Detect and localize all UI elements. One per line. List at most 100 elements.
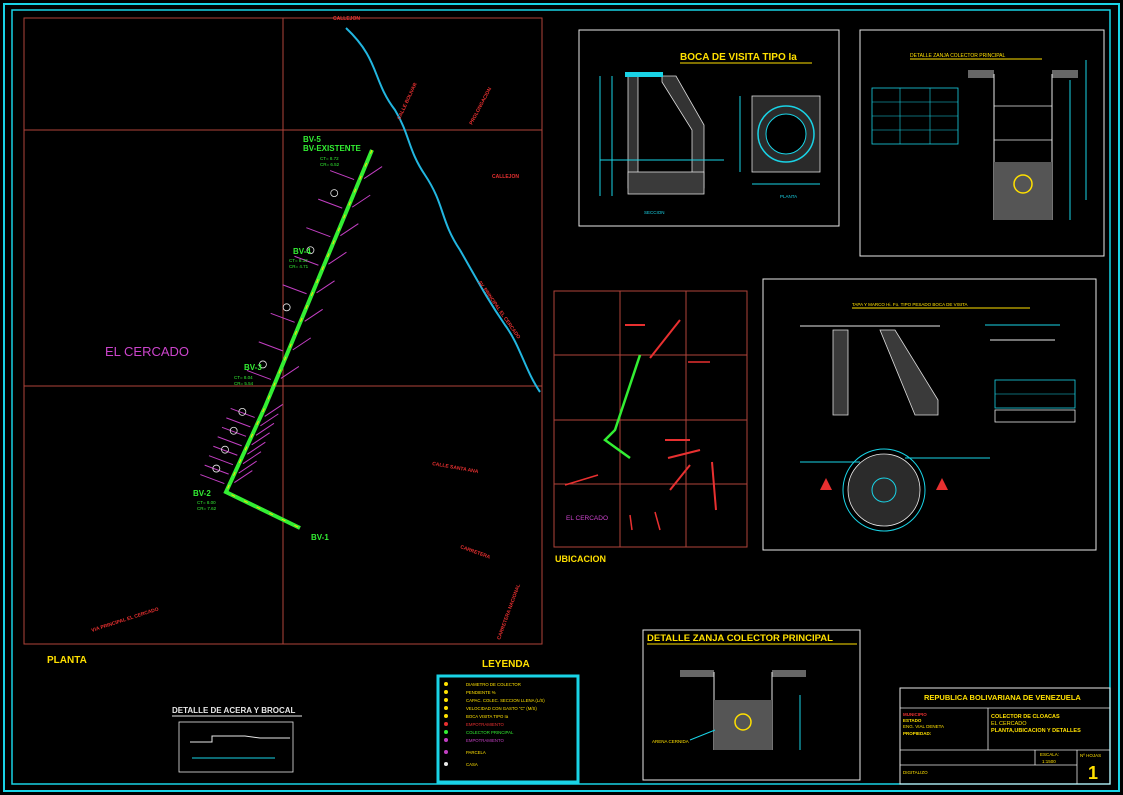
street-label: CARRETERA [459,544,491,561]
zanja-bottom-frame [642,629,861,781]
title-block-left-line: ESTADO [903,718,922,723]
zanja-top-title: DETALLE ZANJA COLECTOR PRINCIPAL [910,53,1006,59]
legend-symbol [444,762,448,766]
acera-detail: DETALLE DE ACERA Y BROCAL [172,706,302,773]
legend-item-label: PENDIENTE % [466,690,496,695]
acera-frame [178,721,294,773]
ubicacion-frame [553,290,748,548]
house-marker [306,246,315,255]
parcel-line [238,460,257,474]
parcel-line [280,366,300,379]
tapa-frame [762,278,1097,551]
title-block-left-line: PROPIEDAD: [903,731,932,736]
parcel-line [270,312,295,323]
legend-symbol [444,698,448,702]
ubicacion-area-name: EL CERCADO [566,515,608,522]
manhole-label-bv5: BV-5 [303,135,321,144]
parcel-line [251,432,270,446]
ubicacion-street [667,449,701,459]
title-block-frame [899,687,1111,785]
sheet-border-inner [11,9,1111,785]
parcel-line [221,426,247,437]
legend-item-label: CAPAC. COLEC. SECCION LLENA (L/S) [466,698,545,703]
plan-label: PLANTA [47,655,87,666]
manhole-section-base [627,171,705,195]
legend-item-label: CASA [466,762,478,767]
house-marker [229,426,238,435]
parcel-line [294,255,319,266]
manhole-label-bv2: BV-2 [193,489,211,498]
parcel-line [264,404,283,417]
street-label: CALLEJON [492,174,519,180]
parcel-line [246,369,272,380]
cover-plan-mid [847,453,921,527]
parcel-line [213,445,238,456]
collector-main-line [223,149,374,530]
manhole-cover [625,72,663,77]
street-label: CALLEJON [333,16,360,22]
street-label: VIA PRINCIPAL EL CERCADO [91,606,160,633]
ubicacion-view: EL CERCADO UBICACION [553,290,748,564]
boca-visita-plan-label: PLANTA [780,194,797,199]
ubicacion-street [669,464,691,491]
manhole-ct-bv5: CT= 8.72 [320,156,339,161]
river-line [345,27,541,393]
parcel-line [329,170,355,181]
parcel-line [247,441,266,455]
manhole-cr-bv2: CR= 7.62 [197,506,217,511]
house-marker [258,360,267,369]
parcel-line [363,166,383,179]
title-block-project-line: PLANTA,UBICACION Y DETALLES [991,728,1081,734]
legend-symbol [444,690,448,694]
parcel-line [292,337,312,351]
parcel-line [340,223,359,237]
trench-bedding [994,162,1052,220]
parcel-line [234,470,253,483]
street-label: CALLE BOLIVAR [396,82,419,121]
title-block-project-line: EL CERCADO [991,721,1027,727]
manhole-plan-ring [765,113,807,155]
title-block-left-line: MUNICIPIO [903,712,927,717]
parcel-line [260,413,279,427]
parcel-line [306,227,331,238]
cover-plan-inner [871,477,897,503]
manhole-ct-bv3: CT= 8.04 [234,375,253,380]
parcel-line [242,451,262,465]
parcel-line [217,436,242,447]
street-label: PROLONGACION [468,86,493,126]
manhole-ct-bv2: CT= 8.00 [197,500,216,505]
parcel-line [328,251,347,265]
note-leader [689,729,716,741]
parcel-markers [200,166,383,485]
parcel-line [258,341,283,352]
cover-plan-outer [842,448,926,532]
zanja-detail-top: DETALLE ZANJA COLECTOR PRINCIPAL [859,29,1105,257]
parcel-line [208,455,234,466]
house-marker [282,303,291,312]
boca-visita-title: BOCA DE VISITA TIPO Ia [680,52,797,63]
legend-symbol [444,722,448,726]
boca-visita-section-label: SECCION [644,210,665,215]
plan-view: CALLEJON CALLE BOLIVAR PROLONGACION CALL… [23,16,543,666]
legend-item-label: BOCA VISITA TIPO Ia [466,714,509,719]
legend-item-label: DIAMETRO DE COLECTOR [466,682,521,687]
parcel-line [204,464,229,475]
ubicacion-street [629,514,633,531]
parcel-line [282,284,307,295]
boca-visita-detail: BOCA DE VISITA TIPO Ia SECCION PLANTA [578,29,840,227]
parcel-line [200,474,225,485]
manhole-cr-bv5: CR= 6.52 [320,162,340,167]
house-marker [212,464,221,473]
sheet-number: 1 [1088,763,1098,783]
legend-symbol [444,714,448,718]
legend-item-label: PARCELA [466,750,486,755]
zanja-bottom-title: DETALLE ZANJA COLECTOR PRINCIPAL [647,633,833,644]
title-block-header: REPUBLICA BOLIVARIANA DE VENEZUELA [924,693,1081,702]
street-label: AV. PRINCIPAL EL CERCADO [476,280,521,341]
ground-hatch [968,70,994,78]
ground-hatch [680,670,714,677]
drawn-by-label: DIGITALIZO [903,770,928,775]
street-label: CALLE SANTA ANA [432,461,479,475]
house-marker [221,445,229,454]
